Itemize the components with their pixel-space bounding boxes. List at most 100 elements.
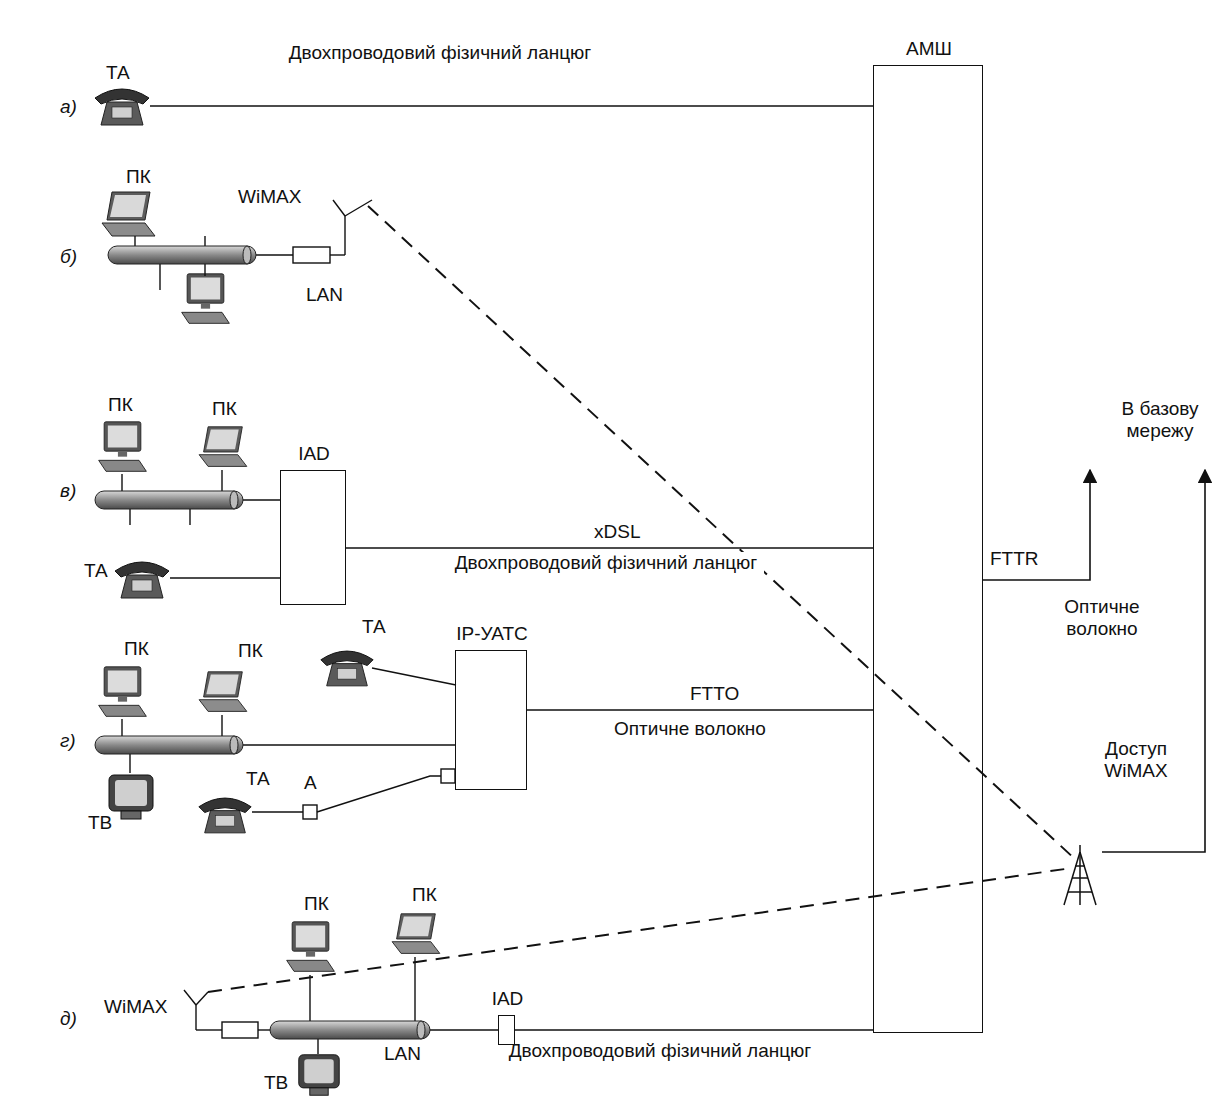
link-line — [346, 547, 873, 549]
text-label: б) — [58, 246, 79, 268]
telephone-icon — [199, 798, 251, 833]
link-line — [515, 1029, 873, 1031]
wire — [150, 105, 873, 107]
pc-icon — [182, 274, 230, 324]
lan-wire — [170, 577, 281, 578]
text-label: WiMAX — [102, 996, 169, 1018]
text-label: ТА — [244, 768, 272, 790]
lan-wire — [252, 811, 303, 812]
lan-wire — [293, 247, 330, 263]
lan-wire — [195, 1005, 196, 1030]
pc-icon — [392, 914, 440, 954]
lan-wire — [196, 992, 208, 1005]
lan-wire — [414, 957, 415, 1021]
link-label: FTTO — [688, 683, 741, 705]
lan-wire — [121, 474, 122, 491]
text-label: ТА — [360, 616, 388, 638]
access-device-box: IAD — [498, 1015, 515, 1045]
lan-wire — [317, 1039, 318, 1054]
text-label: в) — [58, 480, 78, 502]
lan-wire — [243, 499, 281, 500]
pc-icon — [102, 192, 155, 236]
pc-icon — [99, 422, 147, 472]
lan-wire — [129, 754, 130, 773]
lan-wire — [344, 216, 345, 255]
fiber-uplink — [983, 470, 1090, 580]
lan-wire — [204, 263, 205, 276]
wimax-tower — [1064, 845, 1096, 905]
access-device-box: IAD — [280, 470, 346, 605]
node-heading: IP-УАТС — [454, 623, 530, 645]
pc-icon — [199, 672, 247, 712]
lan-bus — [95, 491, 243, 509]
lan-wire — [441, 769, 455, 783]
node-heading: АМШ — [904, 38, 954, 60]
lan-wire — [372, 668, 456, 685]
wimax-tower — [1072, 877, 1088, 879]
node-heading: IAD — [296, 443, 332, 465]
text-label: А — [302, 772, 319, 794]
text-label: ПК — [236, 640, 265, 662]
lan-wire — [184, 990, 196, 1005]
lan-bus — [270, 1021, 430, 1039]
text-label: ПК — [106, 394, 135, 416]
lan-bus — [108, 246, 256, 264]
lan-wire — [122, 470, 281, 578]
wimax-tower — [1075, 865, 1085, 867]
lan-wire — [243, 744, 456, 745]
text-label: Двохпроводовий фізичний ланцюг — [502, 1040, 818, 1062]
link-line — [527, 709, 873, 711]
lan-wire — [204, 236, 205, 247]
telephone-icon — [95, 89, 149, 125]
pc-icon — [199, 427, 247, 467]
multiservice-access-node: АМШ — [873, 65, 983, 1033]
text-label: Доступ WiMAX — [1092, 738, 1180, 782]
lan-wire — [189, 509, 190, 525]
wimax-radio-link — [208, 868, 1072, 992]
tv-icon — [109, 775, 153, 819]
pc-icon — [99, 422, 147, 472]
text-label: ПК — [124, 166, 153, 188]
node-heading: IAD — [490, 988, 526, 1010]
text-label: Двохпроводовий фізичний ланцюг — [282, 42, 598, 64]
wimax-tower — [1068, 891, 1092, 893]
pc-icon — [199, 672, 247, 712]
text-label: Оптичне волокно — [1040, 596, 1164, 640]
lan-wire — [345, 200, 372, 216]
telephone-icon — [321, 651, 373, 686]
lan-wire — [333, 200, 345, 216]
pc-icon — [287, 922, 335, 972]
text-label: г) — [58, 730, 78, 752]
tv-icon — [299, 1055, 339, 1095]
access-device-box: IP-УАТС — [455, 650, 527, 790]
telephone-icon — [199, 798, 251, 833]
lan-bus — [95, 736, 243, 754]
wimax-tower — [1079, 845, 1081, 905]
text-label: FTTR — [988, 548, 1041, 570]
text-label: ПК — [210, 398, 239, 420]
text-label: ТА — [104, 62, 132, 84]
lan-bus — [417, 1021, 425, 1039]
text-label: ТВ — [86, 812, 114, 834]
lan-wire — [196, 1029, 222, 1030]
wimax-radio-link — [368, 206, 1076, 860]
text-label: а) — [58, 96, 79, 118]
text-label: LAN — [382, 1043, 423, 1065]
lan-wire — [258, 1029, 271, 1030]
telephone-icon — [115, 562, 169, 598]
lan-wire — [135, 200, 372, 290]
pc-icon — [102, 192, 155, 236]
text-label: LAN — [304, 284, 345, 306]
lan-bus — [230, 491, 238, 509]
pc-icon — [287, 922, 335, 972]
lan-bus — [95, 736, 243, 754]
lan-wire — [129, 509, 130, 525]
lan-wire — [184, 957, 499, 1054]
lan-bus — [243, 246, 251, 264]
fiber-uplink — [983, 470, 1205, 852]
lan-bus — [108, 246, 256, 264]
lan-wire — [330, 254, 345, 255]
link-label: xDSL — [592, 521, 642, 543]
pc-icon — [99, 667, 147, 717]
